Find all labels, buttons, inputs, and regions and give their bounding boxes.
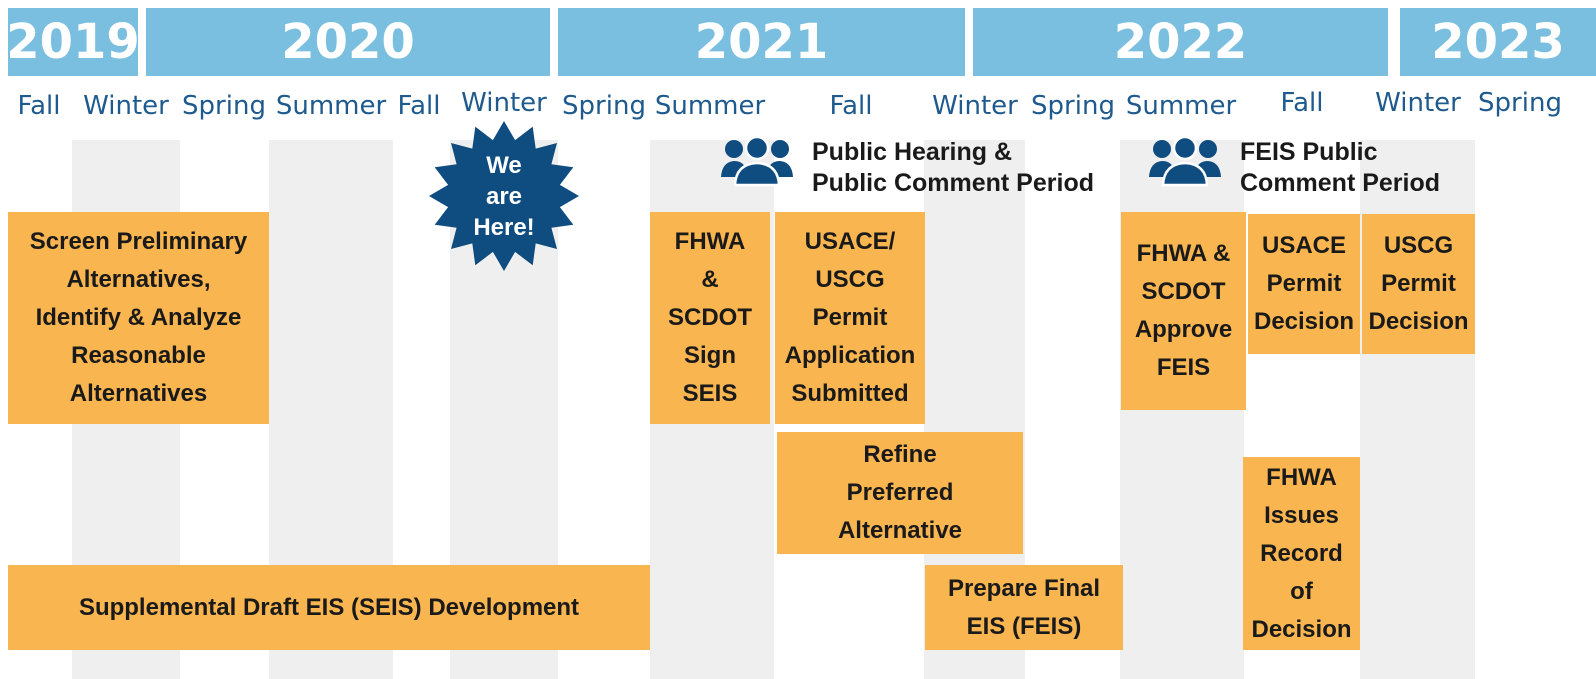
season-label: Winter bbox=[1375, 88, 1461, 118]
year-2022: 2022 bbox=[973, 8, 1388, 76]
people-group-icon bbox=[721, 137, 793, 187]
task-screen-alternatives: Screen Preliminary Alternatives, Identif… bbox=[8, 212, 269, 424]
season-label: Fall bbox=[397, 91, 441, 121]
year-2020: 2020 bbox=[146, 8, 550, 76]
year-2019: 2019 bbox=[6, 8, 140, 76]
season-label: Spring bbox=[1031, 91, 1115, 121]
milestone-label: Public Hearing & Public Comment Period bbox=[812, 138, 1094, 197]
task-permit-application: USACE/ USCG Permit Application Submitted bbox=[775, 212, 925, 424]
year-2021: 2021 bbox=[558, 8, 965, 76]
task-approve-feis: FHWA & SCDOT Approve FEIS bbox=[1121, 212, 1246, 410]
season-label: Winter bbox=[83, 91, 169, 121]
milestone-public-hearing: Public Hearing & Public Comment Period bbox=[720, 137, 1094, 199]
season-label: Spring bbox=[1478, 88, 1562, 118]
current-position-starburst-icon bbox=[429, 121, 579, 271]
task-usace-decision: USACE Permit Decision bbox=[1248, 214, 1360, 354]
season-label: Winter bbox=[932, 91, 1018, 121]
season-label: Summer bbox=[275, 91, 387, 121]
task-refine-preferred: Refine Preferred Alternative bbox=[777, 432, 1023, 554]
season-label: Summer bbox=[654, 91, 766, 121]
season-label: Spring bbox=[182, 91, 266, 121]
season-label: Winter bbox=[461, 88, 547, 118]
current-position-label: We are Here! bbox=[473, 152, 535, 241]
task-prepare-feis: Prepare Final EIS (FEIS) bbox=[925, 565, 1123, 650]
people-group-icon bbox=[1149, 137, 1221, 187]
season-label: Summer bbox=[1125, 91, 1237, 121]
milestone-feis-comment: FEIS Public Comment Period bbox=[1148, 137, 1440, 199]
year-2023: 2023 bbox=[1400, 8, 1596, 76]
season-label: Fall bbox=[829, 91, 873, 121]
season-label: Fall bbox=[1280, 88, 1324, 118]
task-sign-seis: FHWA & SCDOT Sign SEIS bbox=[650, 212, 770, 424]
task-record-of-decision: FHWA Issues Record of Decision bbox=[1243, 457, 1360, 650]
task-seis-development: Supplemental Draft EIS (SEIS) Developmen… bbox=[8, 565, 650, 650]
season-label: Spring bbox=[562, 91, 646, 121]
milestone-label: FEIS Public Comment Period bbox=[1240, 138, 1441, 197]
task-uscg-decision: USCG Permit Decision bbox=[1362, 214, 1475, 354]
season-label: Fall bbox=[17, 91, 61, 121]
